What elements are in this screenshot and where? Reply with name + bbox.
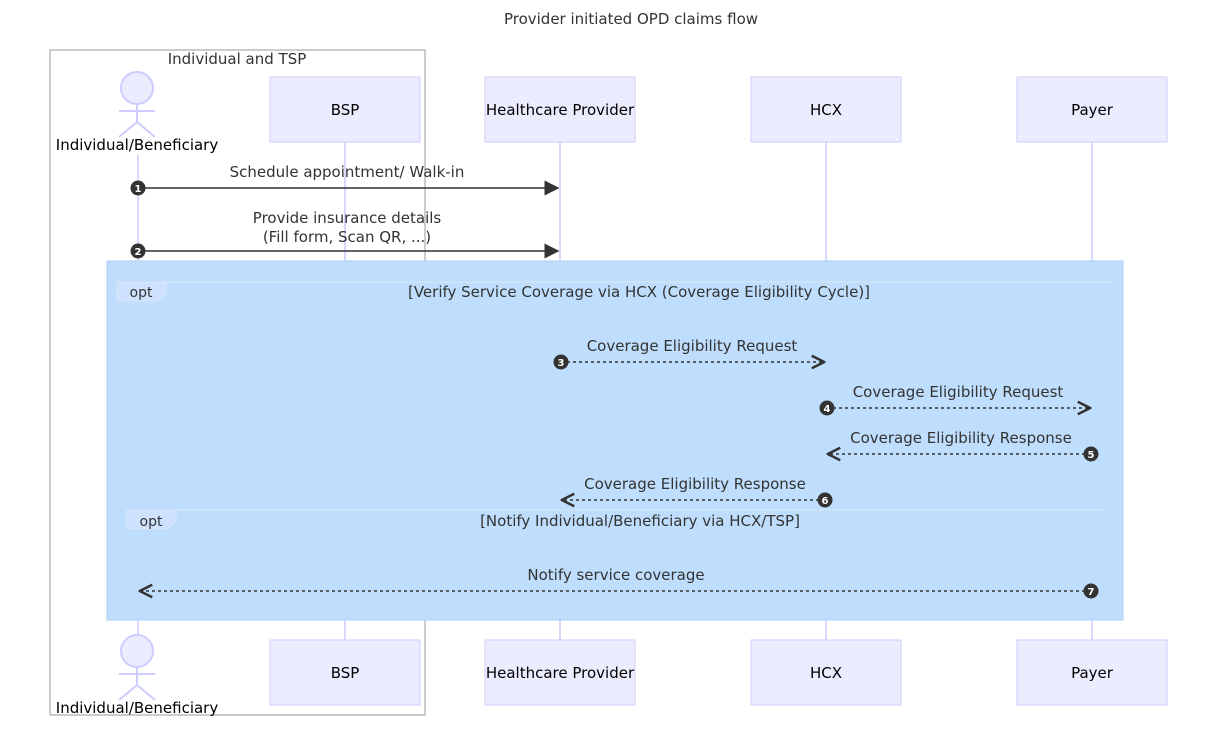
- opt-block-outer-keyword: opt: [130, 285, 153, 301]
- message-1-number: 1: [135, 184, 142, 195]
- actor-individual-bottom-label: Individual/Beneficiary: [56, 699, 219, 717]
- message-5-number-badge: [1083, 446, 1099, 462]
- participant-payer-top-label: Payer: [1071, 101, 1114, 119]
- participant-bsp-top: [269, 76, 421, 143]
- participant-hcx-top: [750, 76, 902, 143]
- participant-bsp-bottom-label: BSP: [331, 664, 360, 682]
- message-3-number-badge: [553, 354, 569, 370]
- message-2-number-badge: [130, 243, 146, 259]
- opt-block-inner-keyword: opt: [140, 514, 163, 530]
- participant-bsp-top-label: BSP: [331, 101, 360, 119]
- message-7-number-badge: [1083, 583, 1099, 599]
- participant-payer-bottom-label: Payer: [1071, 664, 1114, 682]
- participant-provider-top: [484, 76, 636, 143]
- opt-block-inner-condition: [Notify Individual/Beneficiary via HCX/T…: [480, 512, 800, 530]
- participant-provider-top-label: Healthcare Provider: [486, 101, 635, 119]
- message-4-number-badge: [819, 400, 835, 416]
- diagram-title: Provider initiated OPD claims flow: [504, 10, 758, 28]
- message-1-number-badge: [130, 180, 146, 196]
- message-4-number: 4: [824, 404, 831, 415]
- opt-block-outer-condition: [Verify Service Coverage via HCX (Covera…: [408, 283, 870, 301]
- actor-individual-top: [118, 71, 156, 138]
- participant-hcx-top-label: HCX: [810, 101, 842, 119]
- message-7-label: Notify service coverage: [527, 566, 704, 584]
- opt-block-outer: [106, 260, 1124, 621]
- message-3-label: Coverage Eligibility Request: [587, 337, 798, 355]
- participant-payer-bottom: [1016, 639, 1168, 706]
- message-4-label: Coverage Eligibility Request: [853, 383, 1064, 401]
- participant-hcx-bottom-label: HCX: [810, 664, 842, 682]
- participant-provider-bottom: [484, 639, 636, 706]
- message-1-label: Schedule appointment/ Walk-in: [230, 163, 465, 181]
- message-2-number: 2: [135, 247, 142, 258]
- message-2-label-line-2: (Fill form, Scan QR, ...): [263, 228, 431, 246]
- participant-provider-bottom-label: Healthcare Provider: [486, 664, 635, 682]
- participant-box-label: Individual and TSP: [168, 50, 307, 68]
- message-6-number: 6: [822, 496, 829, 507]
- message-3-number: 3: [558, 358, 565, 369]
- participant-bsp-bottom: [269, 639, 421, 706]
- participant-payer-top: [1016, 76, 1168, 143]
- participant-hcx-bottom: [750, 639, 902, 706]
- message-7-number: 7: [1088, 587, 1095, 598]
- actor-individual-bottom: [118, 634, 156, 701]
- message-6-label: Coverage Eligibility Response: [584, 475, 806, 493]
- message-5-number: 5: [1088, 450, 1095, 461]
- message-2-label-line-1: Provide insurance details: [253, 209, 442, 227]
- actor-individual-top-label: Individual/Beneficiary: [56, 136, 219, 154]
- message-5-label: Coverage Eligibility Response: [850, 429, 1072, 447]
- message-6-number-badge: [817, 492, 833, 508]
